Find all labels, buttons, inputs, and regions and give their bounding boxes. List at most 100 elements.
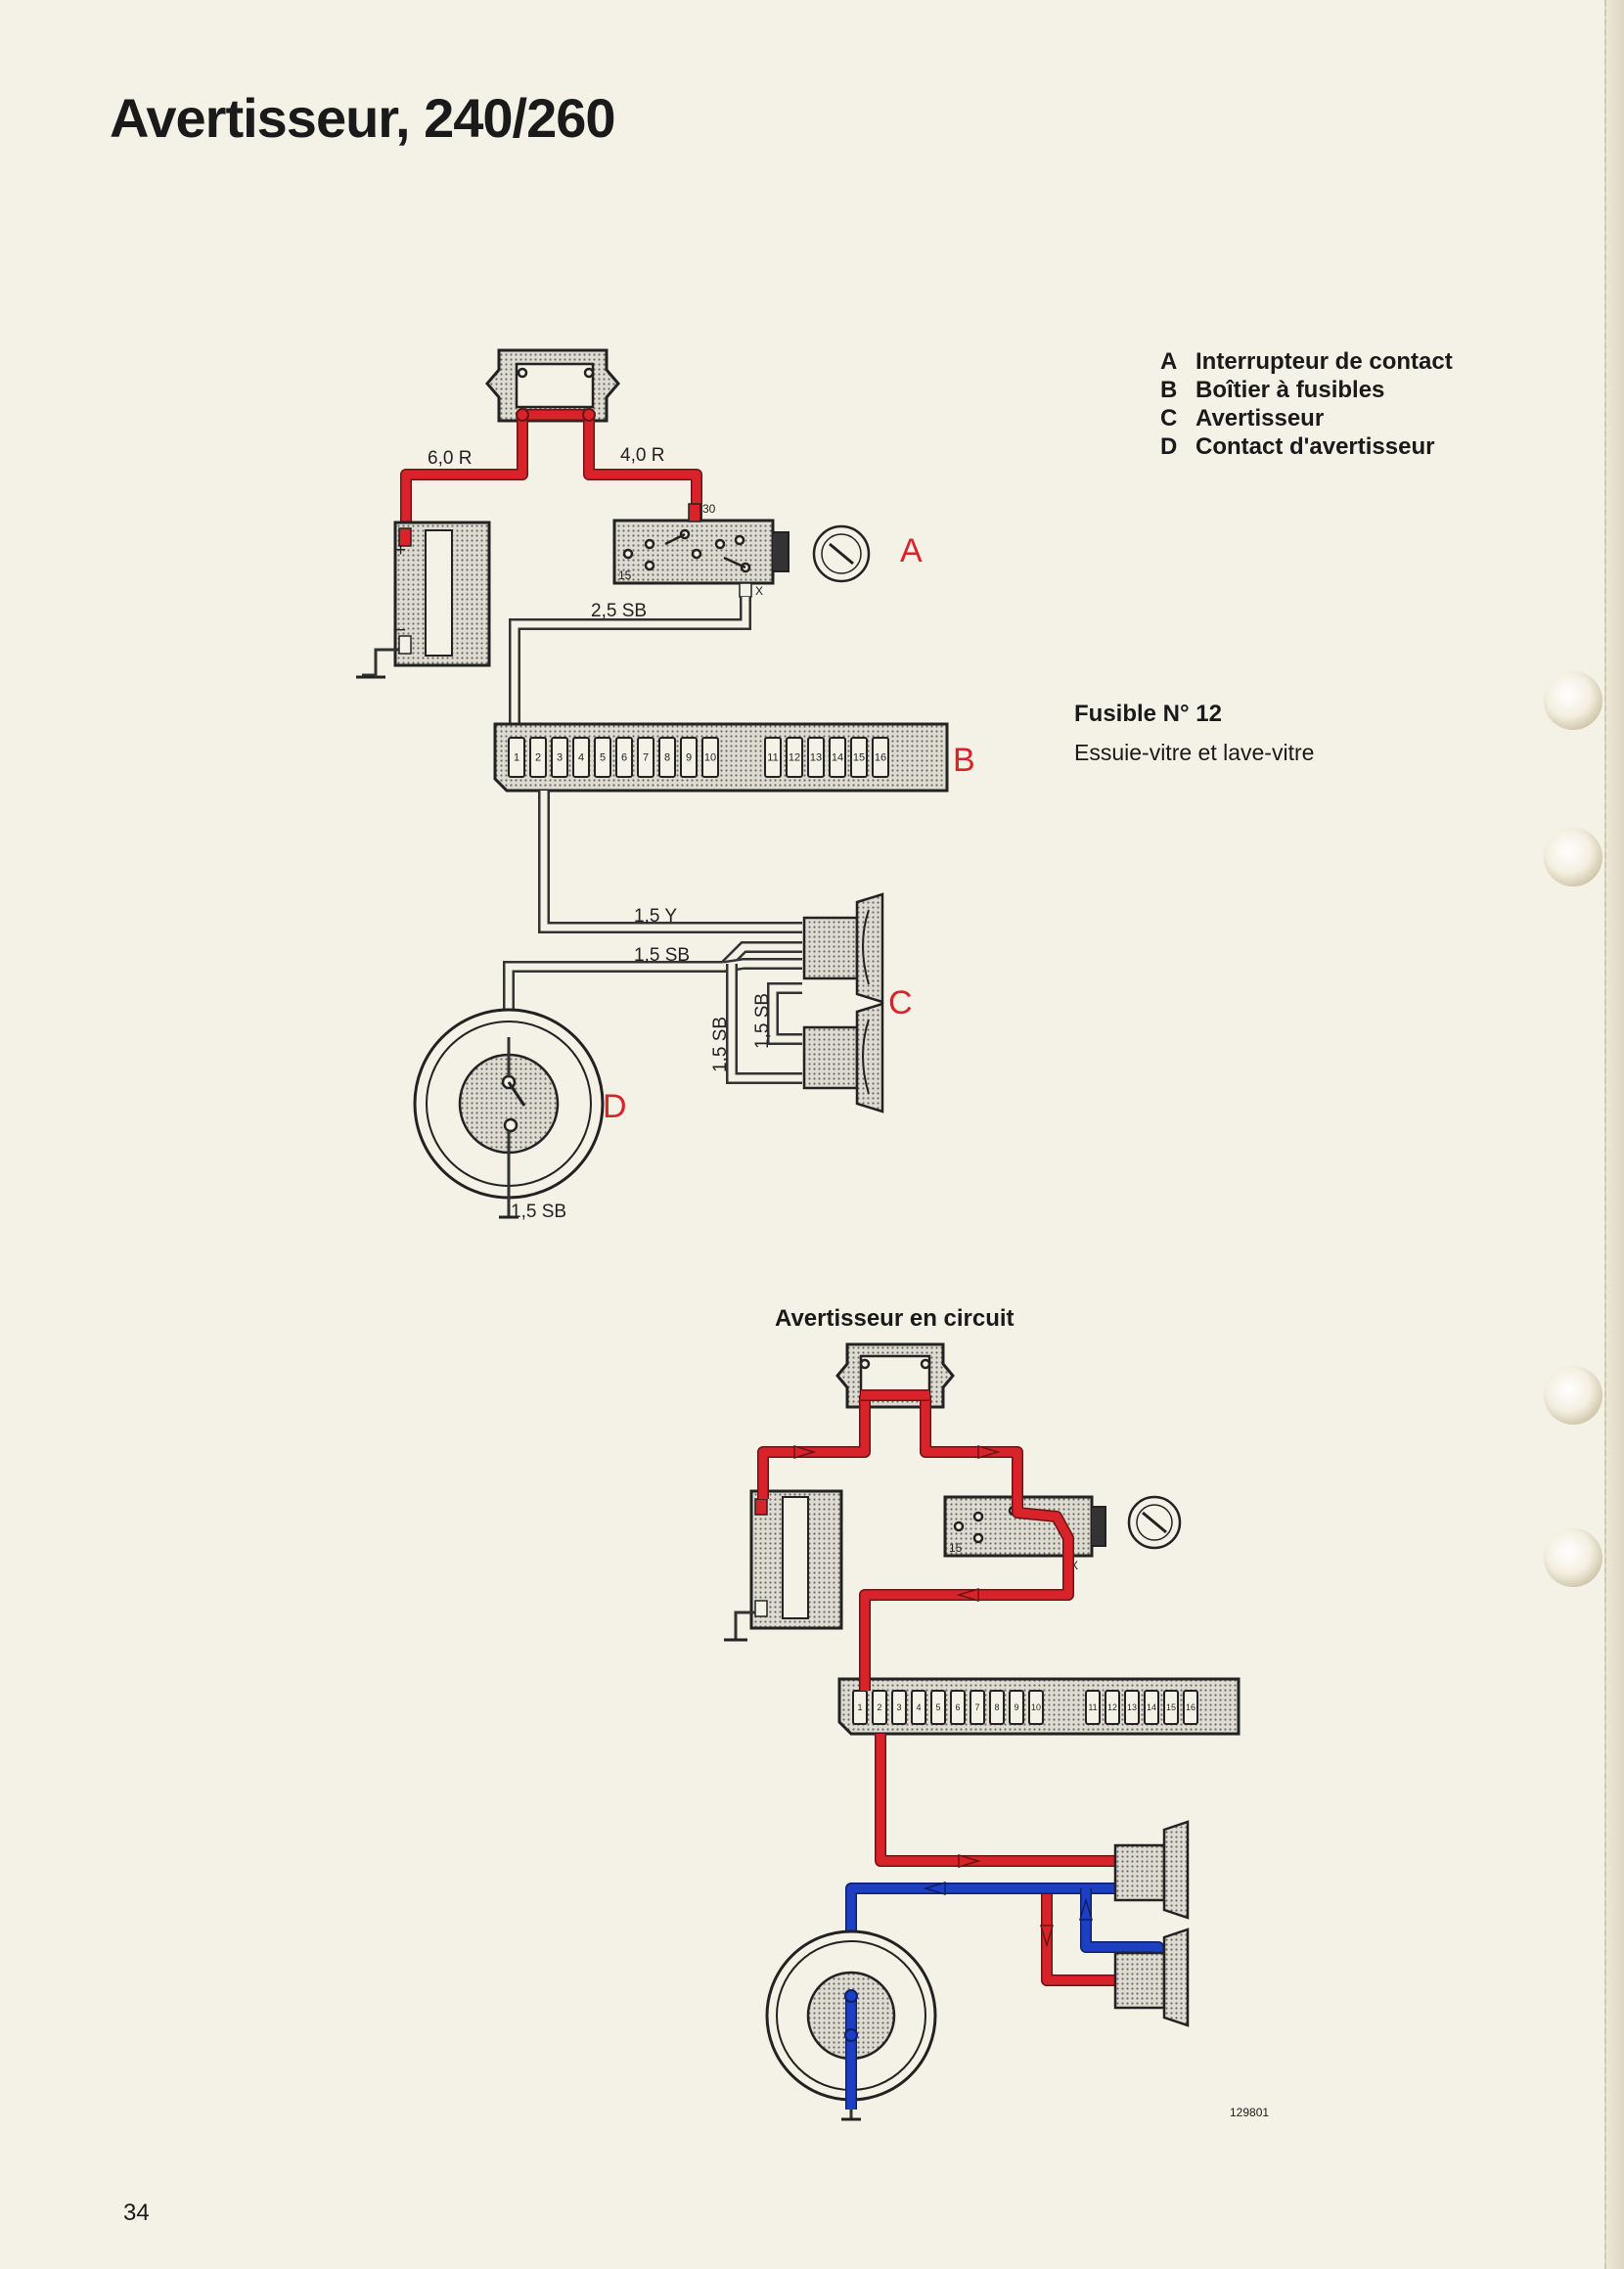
fuse-label: Fusible N° 12	[1074, 701, 1222, 727]
label-d: D	[603, 1088, 627, 1125]
fuse-number: 16	[875, 752, 886, 764]
wire-label-contact-ground: 1,5 SB	[511, 1202, 566, 1222]
fuse-number: 13	[810, 752, 822, 764]
horn-lower	[802, 1002, 884, 1113]
legend-key: B	[1160, 377, 1178, 403]
binder-hole-4	[1544, 1528, 1602, 1587]
fuse-number: 8	[664, 752, 670, 764]
fuse-number: 11	[767, 752, 778, 764]
binder-hole-1	[1544, 671, 1602, 730]
label-b: B	[953, 742, 975, 779]
battery-2	[724, 1489, 843, 1642]
fuse-number: 12	[789, 752, 800, 764]
battery-minus: −	[395, 620, 406, 641]
legend-text: Avertisseur	[1195, 405, 1325, 431]
horn-contact	[413, 1008, 605, 1219]
legend-key: A	[1160, 348, 1178, 375]
fuse-description: Essuie-vitre et lave-vitre	[1074, 740, 1315, 765]
fuse-number: 14	[832, 752, 843, 764]
legend-text: Contact d'avertisseur	[1195, 433, 1435, 460]
battery	[356, 521, 491, 679]
fuse-number: 15	[853, 752, 865, 764]
reference-number: 129801	[1230, 2106, 1270, 2119]
wire-label-feed: 2,5 SB	[591, 601, 647, 621]
horns	[726, 892, 884, 1113]
fuse-slot	[930, 1690, 946, 1725]
fuse-slot	[1028, 1690, 1044, 1725]
fuse-number: 16	[1186, 1702, 1195, 1712]
feed-wire	[509, 597, 751, 734]
terminal-x: X	[755, 584, 763, 598]
red-feed-wires	[400, 408, 702, 536]
fuse-slot	[829, 737, 846, 778]
binder-hole-3	[1544, 1366, 1602, 1425]
page-title: Avertisseur, 240/260	[110, 87, 616, 149]
fuse-number: 6	[955, 1702, 960, 1712]
diagram2-title: Avertisseur en circuit	[775, 1305, 1015, 1332]
fuse-slot	[1144, 1690, 1159, 1725]
fuse-slot	[850, 737, 868, 778]
terminal-15-2: 15	[949, 1541, 963, 1555]
fuse-slot	[551, 737, 568, 778]
fuse-number: 7	[643, 752, 649, 764]
fuse-number: 9	[686, 752, 692, 764]
legend-item-b: B Boîtier à fusibles	[1160, 376, 1453, 404]
fuse-number: 6	[621, 752, 627, 764]
fuse-slot	[1009, 1690, 1024, 1725]
horns-2	[1113, 1820, 1190, 2027]
wire-label-horn-link-b: 1,5 SB	[752, 993, 773, 1049]
fuse-number: 2	[877, 1702, 881, 1712]
fuse-slot	[1183, 1690, 1198, 1725]
fuse-slot	[989, 1690, 1005, 1725]
label-c: C	[888, 984, 913, 1021]
fuse-number: 5	[935, 1702, 940, 1712]
fuse-slot	[872, 1690, 887, 1725]
fuse-number: 10	[704, 752, 716, 764]
fuse-number: 13	[1127, 1702, 1137, 1712]
fuse-slot	[1163, 1690, 1179, 1725]
diagram1: 6,0 R 4,0 R + −	[356, 348, 975, 1222]
wire-label-horn-link-a: 1,5 SB	[710, 1017, 731, 1072]
wire-label-ignition: 4,0 R	[620, 445, 664, 466]
page-edge	[1604, 0, 1624, 2269]
top-connector	[485, 348, 620, 423]
fuse-slot	[615, 737, 633, 778]
fuse-number: 4	[916, 1702, 921, 1712]
fuse-number: 1	[857, 1702, 862, 1712]
fuse-number: 12	[1107, 1702, 1117, 1712]
fuse-slot	[807, 737, 825, 778]
fuse-number: 2	[535, 752, 541, 764]
fuse-slot	[508, 737, 525, 778]
horn-upper	[802, 892, 884, 1004]
wire-label-horn-ground: 1,5 SB	[634, 945, 690, 966]
fuse-slot	[891, 1690, 907, 1725]
fuse-slot	[872, 737, 889, 778]
terminal-15: 15	[618, 568, 632, 582]
fuse-number: 3	[557, 752, 563, 764]
fuse-number: 15	[1166, 1702, 1176, 1712]
fuse-number: 1	[514, 752, 519, 764]
fuse-number: 9	[1014, 1702, 1018, 1712]
fuse-slot	[911, 1690, 926, 1725]
fuse-number: 4	[578, 752, 584, 764]
fuse-slot	[572, 737, 590, 778]
fuse-slot	[1124, 1690, 1140, 1725]
fuse-number: 10	[1031, 1702, 1041, 1712]
fuse-slot	[950, 1690, 966, 1725]
battery-plus: +	[395, 540, 406, 561]
terminal-x-2: X	[1070, 1559, 1078, 1572]
fuse-slot	[529, 737, 547, 778]
legend-text: Boîtier à fusibles	[1195, 377, 1385, 403]
fuse-slot	[637, 737, 654, 778]
fuse-slot	[680, 737, 698, 778]
fuse-number: 7	[974, 1702, 979, 1712]
